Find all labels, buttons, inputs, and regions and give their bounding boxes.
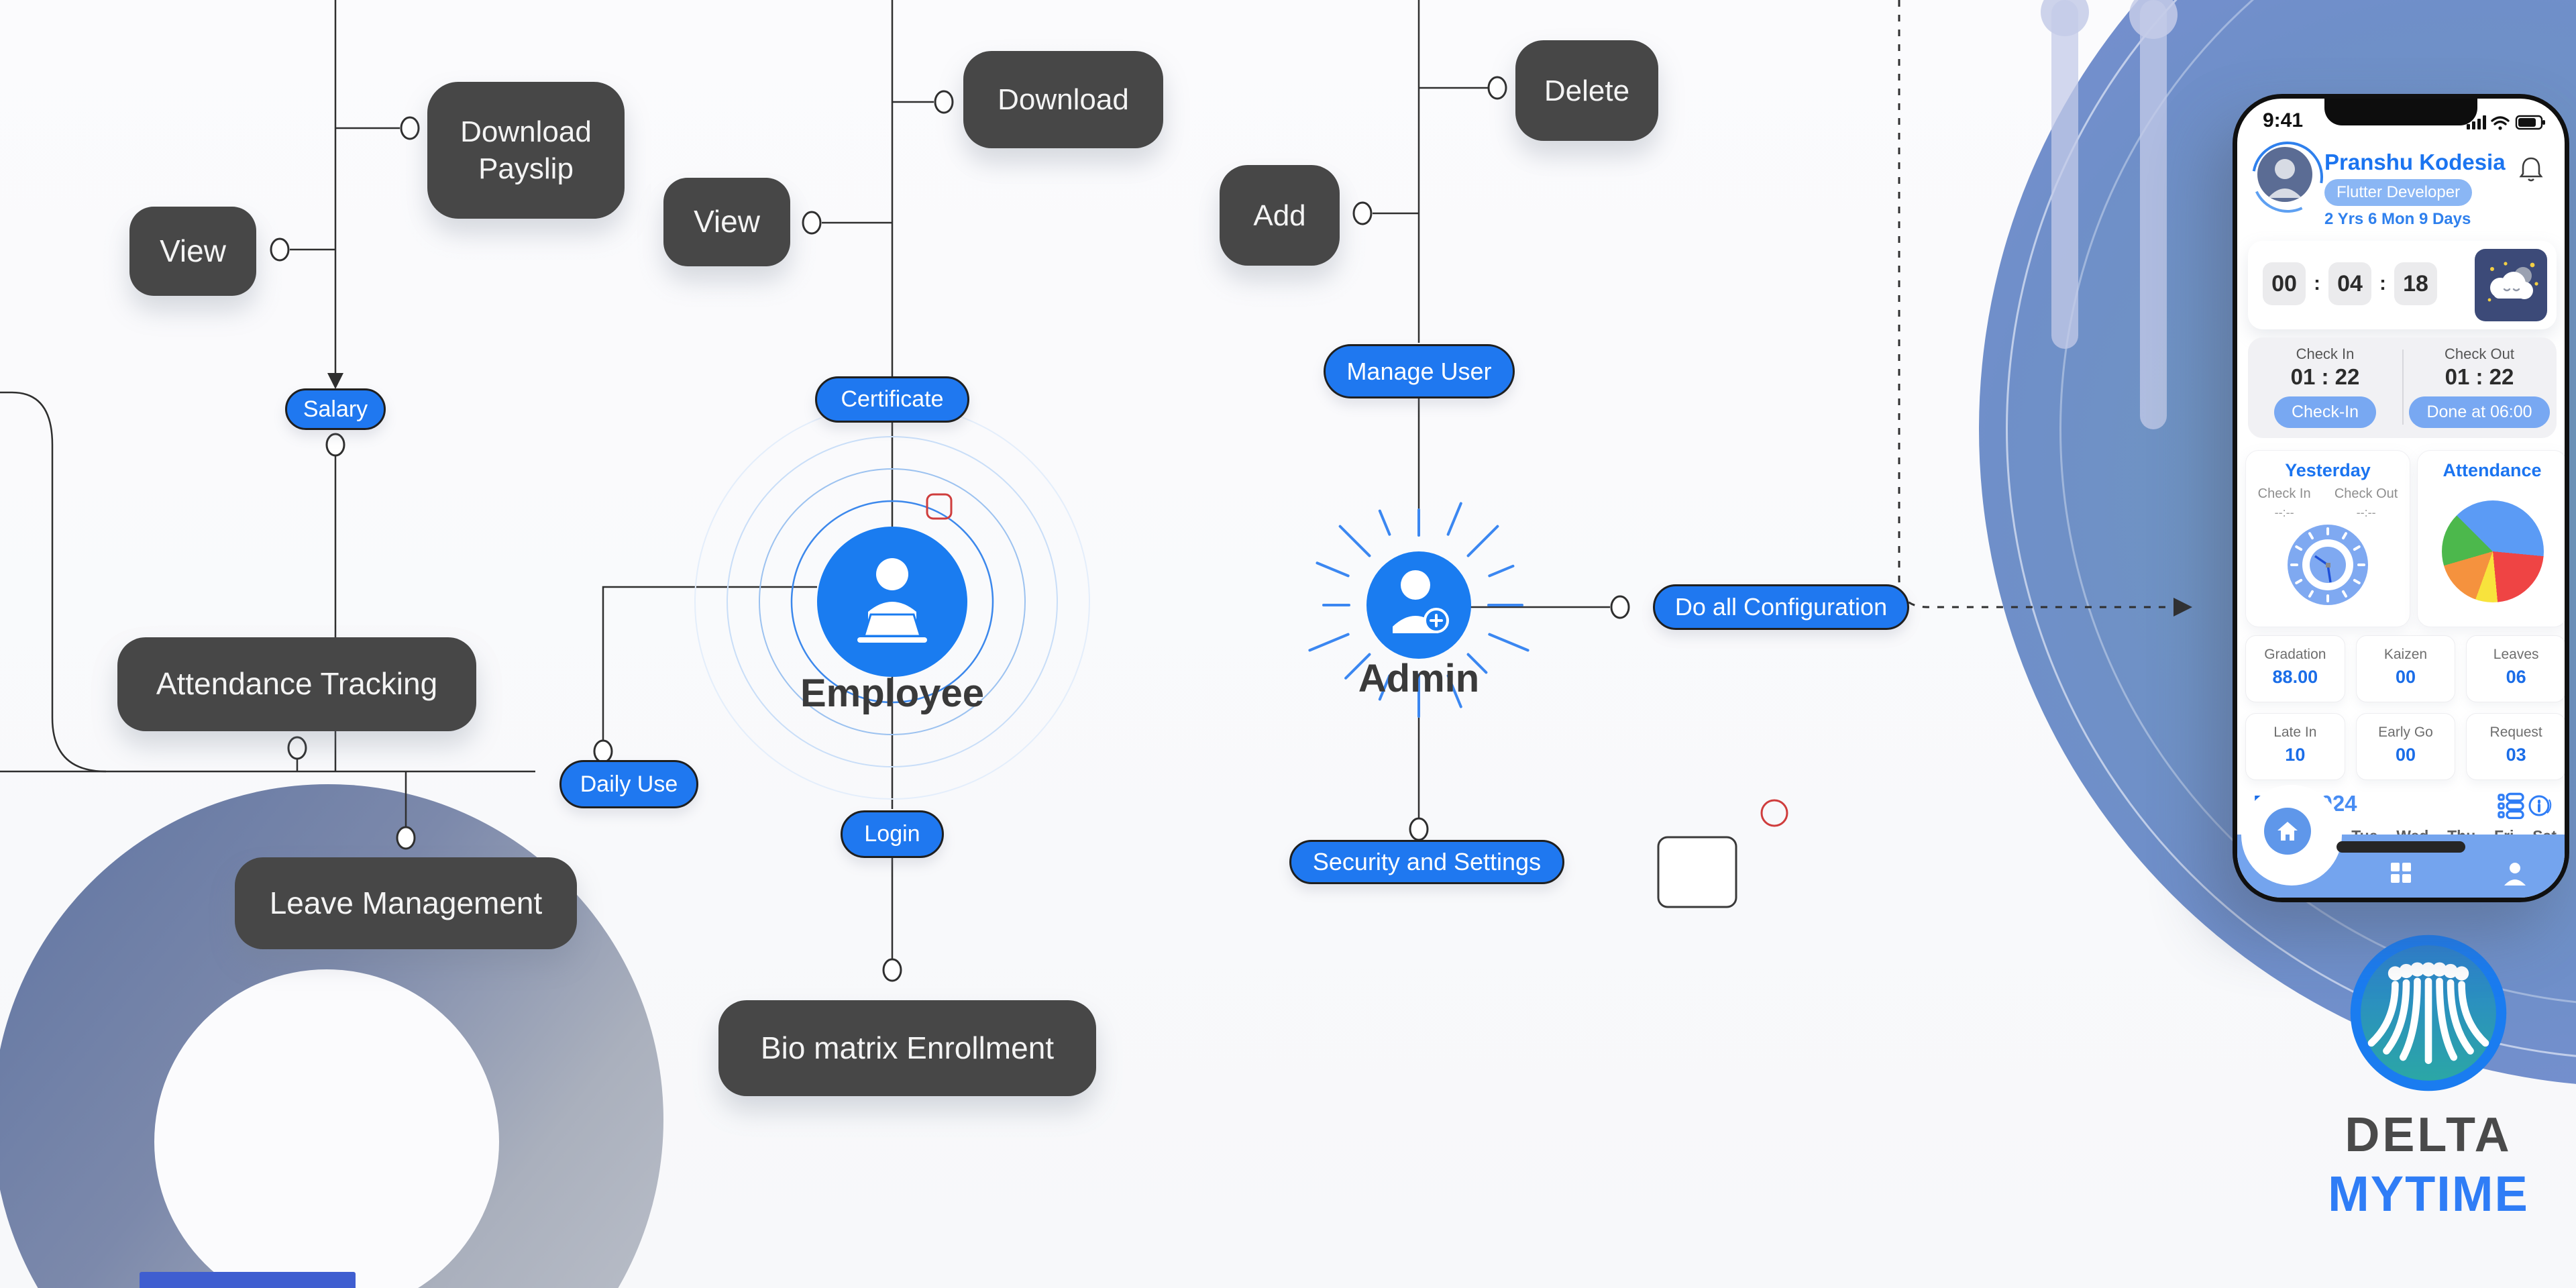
brand-name-bottom: MYTIME (2328, 1166, 2529, 1222)
check-in-time: 01 : 22 (2290, 364, 2360, 389)
node-do-all-configuration[interactable]: Do all Configuration (1653, 584, 1909, 630)
stat-gradation[interactable]: Gradation 88.00 (2245, 635, 2345, 702)
phone-mockup: 9:41 (2233, 94, 2569, 902)
node-daily-use[interactable]: Daily Use (559, 760, 698, 808)
node-download[interactable]: Download (963, 51, 1163, 148)
arrowhead-down (327, 373, 343, 389)
brand-logo-mark-icon (2349, 934, 2508, 1095)
stat-leaves[interactable]: Leaves 06 (2466, 635, 2565, 702)
connector-ports (270, 76, 1630, 982)
phone-notch (2324, 99, 2477, 125)
decor-bar (2140, 0, 2167, 429)
profile-avatar[interactable] (2257, 147, 2312, 202)
stat-late-in[interactable]: Late In 10 (2245, 713, 2345, 780)
node-view-certificate[interactable]: View (663, 178, 790, 266)
notification-bell-icon[interactable] (2518, 155, 2544, 188)
stat-early-go[interactable]: Early Go 00 (2355, 713, 2456, 780)
node-security-and-settings[interactable]: Security and Settings (1289, 840, 1564, 884)
timer-hours: 00 (2263, 262, 2306, 305)
employee-avatar[interactable] (817, 527, 967, 677)
work-timer-card: 00 : 04 : 18 (2248, 241, 2557, 329)
list-icon (2498, 792, 2524, 820)
check-in-out-card: Check In 01 : 22 Check-In Check Out 01 :… (2248, 337, 2557, 438)
arrowhead-right (2174, 598, 2192, 616)
attendance-card: Attendance (2417, 450, 2565, 627)
clock-graphic (2288, 525, 2368, 605)
admin-avatar[interactable] (1366, 551, 1471, 659)
attendance-title: Attendance (2443, 460, 2542, 480)
status-icons (2467, 113, 2547, 134)
employee-label: Employee (800, 672, 984, 715)
node-bio-matrix-enrollment[interactable]: Bio matrix Enrollment (718, 1000, 1096, 1096)
check-out-time: 01 : 22 (2445, 364, 2514, 389)
node-add[interactable]: Add (1220, 165, 1340, 266)
phone-screen: 9:41 (2237, 99, 2565, 898)
node-salary[interactable]: Salary (285, 388, 386, 430)
home-icon (2277, 822, 2298, 841)
clock-ticks (2290, 527, 2365, 602)
background-strip (140, 1272, 356, 1288)
stats-grid: Gradation 88.00 Kaizen 00 Leaves 06 Late… (2245, 635, 2565, 780)
status-time: 9:41 (2263, 109, 2304, 131)
stat-kaizen[interactable]: Kaizen 00 (2355, 635, 2456, 702)
apps-grid-icon[interactable] (2391, 863, 2411, 883)
person-silhouette-icon (2268, 159, 2302, 198)
profile-tenure: 2 Yrs 6 Mon 9 Days (2324, 210, 2471, 228)
signal-icon (2467, 115, 2486, 129)
red-circle-marker (1760, 799, 1788, 827)
red-square-marker (926, 493, 953, 520)
node-download-payslip[interactable]: Download Payslip (427, 82, 625, 219)
divider (2402, 350, 2404, 425)
battery-icon (2515, 115, 2545, 130)
check-out-label: Check Out (2445, 345, 2514, 362)
dashed-connector (1898, 0, 2172, 608)
timer-minutes: 04 (2328, 262, 2371, 305)
node-view-salary[interactable]: View (129, 207, 256, 296)
check-in-button[interactable]: Check-In (2273, 396, 2377, 428)
profile-tab-icon[interactable] (2502, 860, 2528, 890)
check-out-button[interactable]: Done at 06:00 (2409, 396, 2550, 428)
node-certificate[interactable]: Certificate (815, 376, 969, 423)
bottom-nav (2237, 785, 2565, 898)
timer-seconds: 18 (2394, 262, 2437, 305)
node-attendance-tracking[interactable]: Attendance Tracking (117, 637, 476, 731)
yesterday-card: Yesterday Check In --:-- Check Out --:-- (2245, 450, 2410, 627)
check-in-label: Check In (2296, 345, 2355, 362)
home-indicator[interactable] (2337, 841, 2465, 853)
weather-icon (2475, 249, 2547, 321)
node-leave-management[interactable]: Leave Management (235, 857, 577, 949)
profile-role-badge: Flutter Developer (2324, 179, 2473, 206)
node-login[interactable]: Login (841, 810, 944, 858)
brand-logo: DELTA MYTIME (2281, 934, 2576, 1222)
avatar-progress-arc2 (2242, 131, 2333, 223)
empty-square-node[interactable] (1657, 836, 1737, 908)
decor-dot (2129, 0, 2178, 39)
yesterday-title: Yesterday (2285, 460, 2371, 480)
node-delete[interactable]: Delete (1515, 40, 1658, 141)
admin-rays (1308, 502, 1529, 718)
wifi-icon (2491, 116, 2510, 125)
admin-label: Admin (1358, 657, 1480, 700)
home-button[interactable] (2264, 808, 2311, 855)
profile-name: Pranshu Kodesia (2324, 150, 2506, 174)
attendance-pie-chart (2442, 500, 2544, 602)
node-manage-user[interactable]: Manage User (1324, 344, 1515, 398)
stat-request[interactable]: Request 03 (2466, 713, 2565, 780)
decor-bar (2051, 0, 2078, 349)
info-icon (2528, 795, 2552, 816)
brand-name-top: DELTA (2345, 1108, 2512, 1162)
